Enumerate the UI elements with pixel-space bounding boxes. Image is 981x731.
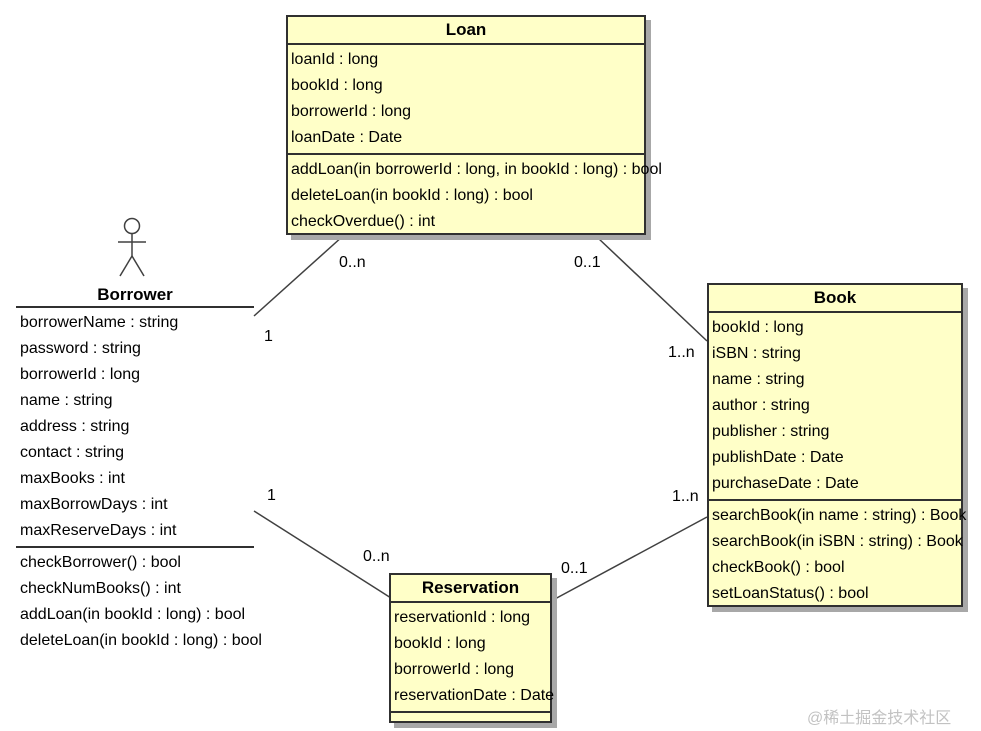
class-reservation-attributes: reservationId : long bookId : long borro… — [391, 603, 555, 713]
operation: checkBorrower() : bool — [20, 554, 181, 571]
attribute: borrowerId : long — [291, 103, 412, 120]
operation: deleteLoan(in bookId : long) : bool — [20, 632, 262, 649]
multiplicity-borrower-loan-borrower-end: 1 — [264, 328, 273, 345]
actor-icon — [118, 217, 146, 277]
operation: deleteLoan(in bookId : long) : bool — [291, 187, 533, 204]
attribute: bookId : long — [712, 319, 804, 336]
association-borrower-reservation — [253, 510, 392, 599]
class-borrower-attributes: borrowerName : string password : string … — [16, 308, 254, 548]
class-reservation-operations — [391, 713, 550, 717]
class-book-attributes: bookId : long iSBN : string name : strin… — [709, 313, 961, 501]
operation: addLoan(in bookId : long) : bool — [20, 606, 246, 623]
class-borrower[interactable]: Borrower borrowerName : string password … — [16, 284, 262, 656]
attribute: address : string — [20, 418, 130, 435]
attribute: iSBN : string — [712, 345, 801, 362]
class-book-name: Book — [709, 285, 961, 313]
association-loan-book — [597, 237, 708, 342]
operation: searchBook(in name : string) : Book — [712, 507, 967, 524]
attribute: purchaseDate : Date — [712, 475, 859, 492]
operation: setLoanStatus() : bool — [712, 585, 869, 602]
multiplicity-loan-book-book-end: 1..n — [668, 344, 695, 361]
operation: checkNumBooks() : int — [20, 580, 181, 597]
attribute: contact : string — [20, 444, 125, 461]
class-reservation-name: Reservation — [391, 575, 550, 603]
attribute: maxBooks : int — [20, 470, 125, 487]
association-borrower-loan — [253, 235, 344, 317]
attribute: bookId : long — [394, 635, 486, 652]
multiplicity-reservation-book-reservation-end: 0..1 — [561, 560, 588, 577]
attribute: publishDate : Date — [712, 449, 844, 466]
attribute: reservationDate : Date — [394, 687, 555, 704]
multiplicity-borrower-reservation-reservation-end: 0..n — [363, 548, 390, 565]
attribute: borrowerId : long — [394, 661, 515, 678]
attribute: loanId : long — [291, 51, 379, 68]
attribute: publisher : string — [712, 423, 830, 440]
multiplicity-reservation-book-book-end: 1..n — [672, 488, 699, 505]
multiplicity-borrower-loan-loan-end: 0..n — [339, 254, 366, 271]
class-loan-name: Loan — [288, 17, 644, 45]
attribute: author : string — [712, 397, 810, 414]
attribute: maxBorrowDays : int — [20, 496, 168, 513]
class-loan[interactable]: Loan loanId : long bookId : long borrowe… — [286, 15, 662, 237]
class-loan-attributes: loanId : long bookId : long borrowerId :… — [288, 45, 644, 155]
operation: checkOverdue() : int — [291, 213, 436, 230]
watermark: @稀土掘金技术社区 — [807, 710, 952, 727]
attribute: maxReserveDays : int — [20, 522, 177, 539]
attribute: borrowerId : long — [20, 366, 141, 383]
multiplicity-loan-book-loan-end: 0..1 — [574, 254, 601, 271]
operation: checkBook() : bool — [712, 559, 845, 576]
attribute: name : string — [20, 392, 113, 409]
class-book[interactable]: Book bookId : long iSBN : string name : … — [707, 283, 967, 609]
class-book-operations: searchBook(in name : string) : Book sear… — [709, 501, 967, 609]
attribute: bookId : long — [291, 77, 383, 94]
attribute: name : string — [712, 371, 805, 388]
class-loan-operations: addLoan(in borrowerId : long, in bookId … — [288, 155, 662, 237]
class-borrower-operations: checkBorrower() : bool checkNumBooks() :… — [16, 548, 262, 656]
attribute: borrowerName : string — [20, 314, 179, 331]
class-borrower-name: Borrower — [16, 284, 254, 308]
attribute: loanDate : Date — [291, 129, 403, 146]
attribute: reservationId : long — [394, 609, 531, 626]
association-reservation-book — [552, 516, 708, 601]
class-reservation[interactable]: Reservation reservationId : long bookId … — [389, 573, 555, 723]
attribute: password : string — [20, 340, 141, 357]
multiplicity-borrower-reservation-borrower-end: 1 — [267, 487, 276, 504]
operation: searchBook(in iSBN : string) : Book — [712, 533, 963, 550]
operation: addLoan(in borrowerId : long, in bookId … — [291, 161, 662, 178]
